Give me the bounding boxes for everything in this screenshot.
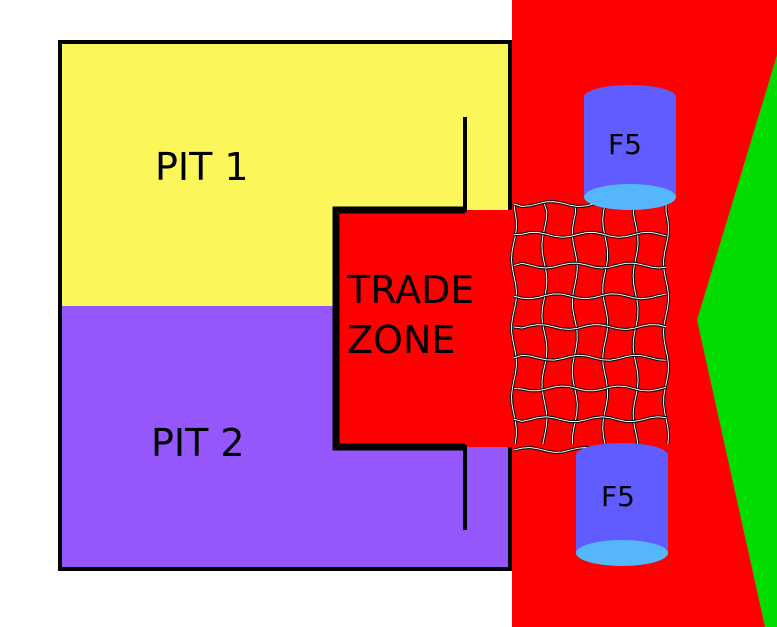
f5-tower-bottom: F5	[576, 443, 668, 566]
trade-zone-label-line1: TRADE	[346, 268, 474, 312]
cylinder-body	[576, 455, 668, 553]
pit-1-label: PIT 1	[155, 145, 249, 189]
net-strand	[513, 231, 667, 238]
net-strand	[511, 203, 517, 445]
f5-top-label: F5	[608, 128, 642, 161]
net-strand	[513, 262, 667, 269]
net-strand	[513, 293, 667, 300]
net-strand	[513, 416, 667, 422]
trade-zone	[336, 210, 514, 447]
trade-zone-border	[332, 206, 465, 451]
cylinder-top-edge	[584, 85, 676, 109]
green-wedge	[697, 55, 777, 627]
net-strand	[513, 324, 667, 330]
cylinder-base	[584, 184, 676, 210]
f5-tower-top: F5	[584, 85, 676, 210]
pit-2-label: PIT 2	[151, 421, 245, 465]
net-strand	[513, 385, 667, 392]
net-strand	[632, 203, 639, 445]
net-strand	[663, 203, 669, 445]
cargo-net	[510, 200, 670, 454]
cylinder-body	[584, 97, 676, 197]
net-strand	[571, 203, 578, 445]
net-strand	[602, 203, 609, 445]
cylinder-base	[576, 540, 668, 566]
net-strand	[513, 354, 667, 361]
cylinder-top-edge	[576, 443, 668, 467]
f5-bottom-label: F5	[601, 480, 635, 513]
trade-zone-label-line2: ZONE	[347, 318, 455, 362]
